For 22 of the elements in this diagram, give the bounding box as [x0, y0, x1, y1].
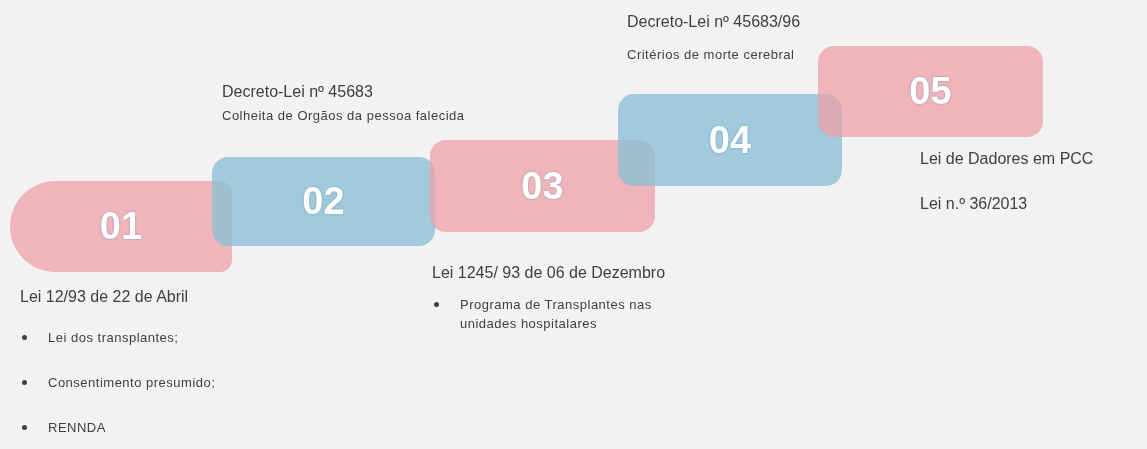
heading-text: Decreto-Lei nº 45683 — [222, 83, 373, 101]
step-number: 05 — [909, 70, 952, 113]
step-box — [618, 94, 842, 186]
heading-text: Lei 12/93 de 22 de Abril — [20, 288, 189, 306]
step-box — [10, 181, 232, 272]
bullet-text: Lei dos transplantes; — [48, 330, 179, 345]
step-box — [818, 46, 1043, 137]
description-text: Colheita de Orgãos da pessoa falecida — [222, 107, 466, 125]
description-text: Critérios de morte cerebral — [627, 46, 796, 64]
step-box — [212, 157, 435, 246]
step-number: 02 — [302, 180, 345, 223]
bullet-text: Consentimento presumido; — [48, 375, 216, 390]
heading-text: Lei de Dadores em PCC — [920, 150, 1094, 168]
step-number: 03 — [521, 164, 564, 208]
bullet-text: RENNDA — [48, 420, 106, 435]
heading-text: Decreto-Lei nº 45683/96 — [627, 13, 801, 31]
step-number: 01 — [99, 205, 143, 248]
heading-text: Lei 1245/ 93 de 06 de Dezembro — [432, 264, 666, 282]
heading-text: Lei n.º 36/2013 — [920, 195, 1028, 213]
step-box — [430, 140, 655, 232]
bullet-text: Programa de Transplantes nas unidades hospitalares — [460, 297, 652, 331]
step-number: 04 — [708, 118, 752, 162]
